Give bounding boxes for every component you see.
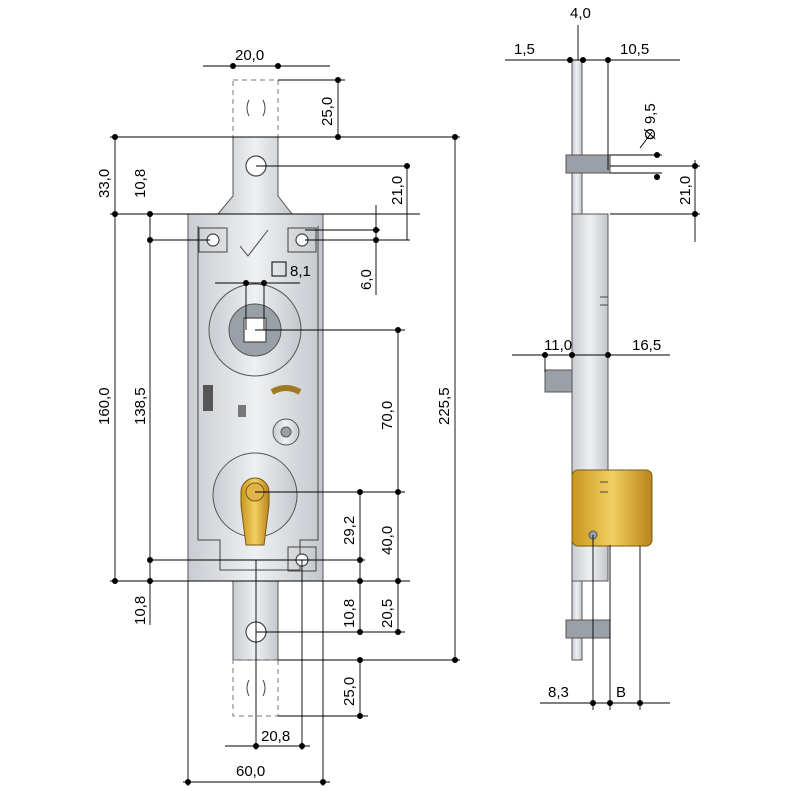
label-thickness-a: 1,5 <box>514 41 535 58</box>
label-pin-diameter: Ø 9,5 <box>642 103 659 140</box>
bottom-strike-plate <box>232 580 279 661</box>
label-case-depth: 16,5 <box>632 337 661 354</box>
indicator-block-2 <box>238 405 246 417</box>
label-bottom-plate-offset: 25,0 <box>341 677 358 706</box>
label-top-plate-width: 20,0 <box>235 47 264 64</box>
label-plate-hole-to-case: 21,0 <box>389 176 406 205</box>
label-bolt-offset: 11,0 <box>544 337 572 354</box>
label-top-edge-to-holes: 10,8 <box>132 169 149 198</box>
label-bottom-edge-to-holes: 10,8 <box>132 596 149 625</box>
indicator-block-1 <box>203 385 213 411</box>
square-symbol-icon <box>271 261 287 277</box>
label-top-hole-offset: 25,0 <box>319 97 336 126</box>
side-bolt <box>544 369 573 393</box>
label-pin-spacing: 21,0 <box>677 176 694 205</box>
top-dashed-outline <box>232 79 279 138</box>
label-square-size: 8,1 <box>290 263 311 280</box>
front-view <box>187 79 324 717</box>
side-view <box>544 59 653 661</box>
label-thickness-b: 4,0 <box>570 5 591 22</box>
top-dashed-hole <box>246 99 266 117</box>
label-variable-b: B <box>616 684 626 701</box>
label-bottom-plate-width: 20,8 <box>261 728 290 745</box>
label-square-to-cylinder: 70,0 <box>379 401 396 430</box>
label-cylinder-to-bottom-hole: 40,0 <box>379 526 396 555</box>
bottom-dashed-hole <box>246 679 266 697</box>
dimension-labels: 20,0 25,0 33,0 10,8 21,0 8,1 6,0 160,0 1… <box>96 5 694 780</box>
lever-symbol-icon <box>239 229 269 257</box>
case-inner-edge <box>197 226 319 571</box>
label-top-to-case: 33,0 <box>96 169 113 198</box>
label-case-width: 60,0 <box>236 763 265 780</box>
side-cylinder <box>571 469 653 547</box>
indicator-arc <box>270 385 302 395</box>
side-top-pin <box>565 154 611 174</box>
label-bottom-hole-offset: 10,8 <box>341 599 358 628</box>
small-knob-center <box>280 426 292 438</box>
label-total-height: 225,5 <box>436 387 453 425</box>
label-screw-spacing-small: 6,0 <box>358 269 375 290</box>
bottom-dashed-outline <box>232 659 279 717</box>
side-bottom-pin <box>565 619 611 639</box>
side-notches <box>600 296 608 493</box>
label-backset: 8,3 <box>548 684 569 701</box>
label-overall-height: 160,0 <box>96 387 113 425</box>
label-cylinder-offset: 29,2 <box>341 516 358 545</box>
label-thickness-c: 10,5 <box>620 41 649 58</box>
label-hole-span: 138,5 <box>132 387 149 425</box>
label-bottom-plate-hole: 20,5 <box>379 599 396 628</box>
dimension-lines <box>110 25 700 786</box>
